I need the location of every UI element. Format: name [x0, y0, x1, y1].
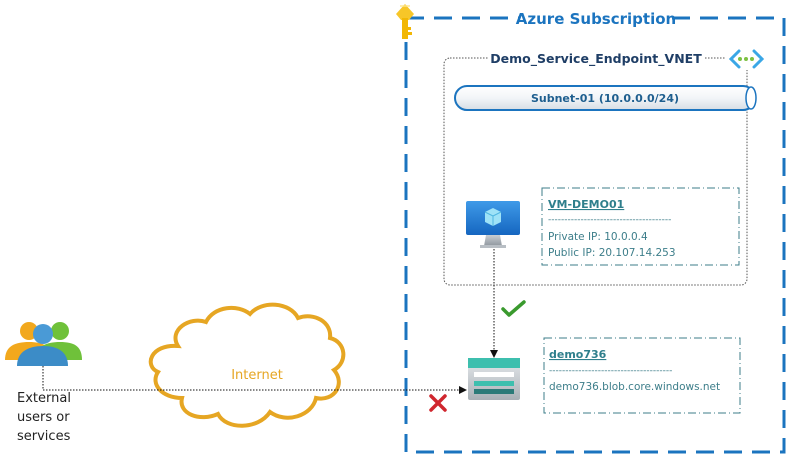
vm-private-ip: Private IP: 10.0.0.4 — [548, 231, 648, 243]
vnet-title: Demo_Service_Endpoint_VNET — [490, 51, 702, 67]
vm-name[interactable]: VM-DEMO01 — [548, 198, 624, 211]
external-label-line-1: External — [17, 391, 71, 406]
vnet-icon — [726, 48, 768, 70]
external-label-line-3: services — [17, 429, 71, 444]
subscription-title: Azure Subscription — [516, 10, 676, 28]
cross-icon — [429, 394, 447, 412]
external-label-line-2: users or — [17, 410, 70, 425]
storage-endpoint: demo736.blob.core.windows.net — [549, 381, 720, 393]
subnet-label: Subnet-01 (10.0.0.0/24) — [531, 92, 679, 105]
storage-separator: -------------------------------------- — [549, 366, 672, 376]
subscription-boundary — [404, 16, 786, 454]
key-icon — [396, 4, 414, 39]
storage-name[interactable]: demo736 — [549, 348, 607, 361]
vm-separator: -------------------------------------- — [548, 215, 671, 225]
check-icon — [501, 300, 526, 317]
storage-info-card — [543, 337, 741, 414]
internet-to-storage-connector — [42, 366, 467, 394]
internet-label: Internet — [231, 368, 283, 383]
vm-public-ip: Public IP: 20.107.14.253 — [548, 247, 676, 259]
virtual-machine-icon[interactable] — [466, 201, 520, 248]
users-group-icon[interactable] — [5, 322, 82, 366]
internet-cloud-icon — [148, 302, 346, 428]
storage-account-icon[interactable] — [468, 358, 520, 400]
subnet-pipe — [454, 85, 757, 111]
